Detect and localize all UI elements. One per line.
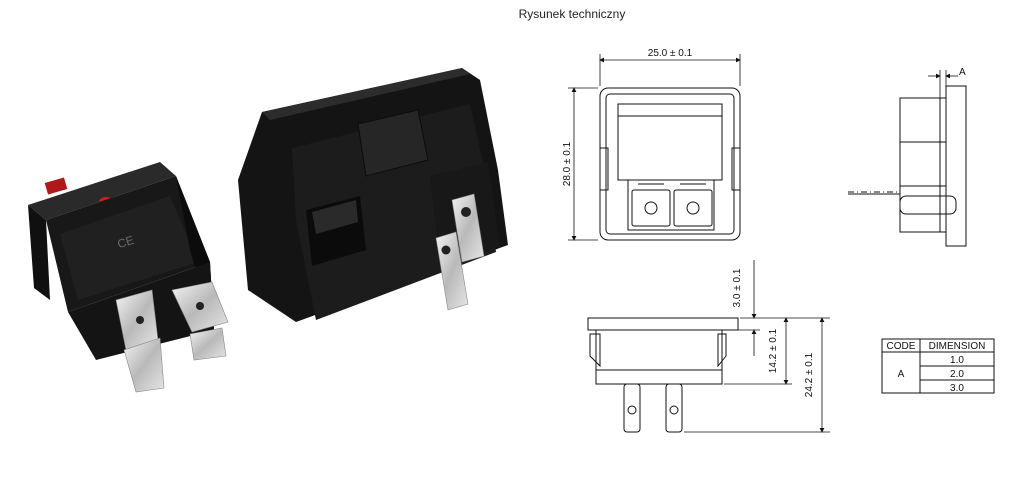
bottom-view-drawing xyxy=(587,317,739,433)
small-switch-photo: CE xyxy=(28,162,229,393)
width-dimension xyxy=(599,54,741,86)
gap-a-label: A xyxy=(959,67,966,78)
total-depth-label: 24.2 ± 0.1 xyxy=(804,352,815,397)
side-view-drawing xyxy=(848,85,967,247)
table-code-cell: A xyxy=(898,369,905,380)
top-offset-label: 3.0 ± 0.1 xyxy=(732,268,743,307)
figure-caption: Rysunek techniczny xyxy=(518,7,626,21)
table-header-dimension: DIMENSION xyxy=(929,341,986,352)
height-dimension xyxy=(568,87,598,241)
dimension-table xyxy=(881,338,995,394)
table-value-cell: 1.0 xyxy=(950,355,964,366)
front-view-drawing xyxy=(599,87,741,241)
gap-a-dimension xyxy=(928,70,958,98)
depth-dimensions xyxy=(684,260,830,433)
body-depth-label: 14.2 ± 0.1 xyxy=(768,328,779,373)
table-value-cell: 2.0 xyxy=(950,369,964,380)
height-dimension-label: 28.0 ± 0.1 xyxy=(562,141,573,186)
table-header-code: CODE xyxy=(887,341,916,352)
table-value-cell: 3.0 xyxy=(950,383,964,394)
ce-marking: CE xyxy=(116,233,136,251)
width-dimension-label: 25.0 ± 0.1 xyxy=(648,48,693,59)
socket-housing-photo xyxy=(238,68,508,322)
